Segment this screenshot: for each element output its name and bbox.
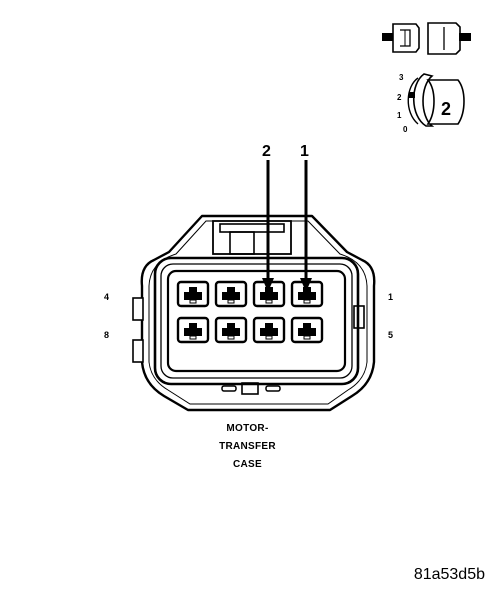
terminal-cavity-8 <box>176 316 210 344</box>
scale-label-3: 3 <box>399 73 404 82</box>
callout-label-2: 2 <box>262 143 271 160</box>
caption-line-3: CASE <box>233 459 262 470</box>
scale-label-2: 2 <box>397 93 402 102</box>
terminal-cavity-7 <box>214 316 248 344</box>
callout-label-1: 1 <box>300 143 309 160</box>
terminal-cavity-3 <box>214 280 248 308</box>
figure-id: 81a53d5b <box>413 566 485 583</box>
pin-number-4: 4 <box>104 292 109 302</box>
pin-number-8: 8 <box>104 330 109 340</box>
caption-line-1: MOTOR- <box>226 423 269 434</box>
terminal-cavities <box>176 280 324 344</box>
scale-label-1: 1 <box>397 111 402 120</box>
callout-arrows: 2 1 <box>262 143 312 292</box>
connector-housing <box>132 214 376 412</box>
terminal-cavity-4 <box>176 280 210 308</box>
terminal-cavity-1 <box>290 280 324 308</box>
key-number: 2 <box>441 99 451 119</box>
scale-label-0: 0 <box>403 125 408 134</box>
terminal-cavity-6 <box>252 316 286 344</box>
terminal-cavity-5 <box>290 316 324 344</box>
pin-number-5: 5 <box>388 330 393 340</box>
pin-number-1: 1 <box>388 292 393 302</box>
key-position-icon: 3 2 1 0 2 <box>397 73 465 134</box>
caption-line-2: TRANSFER <box>219 441 276 452</box>
connector-halves-icon <box>382 22 471 55</box>
